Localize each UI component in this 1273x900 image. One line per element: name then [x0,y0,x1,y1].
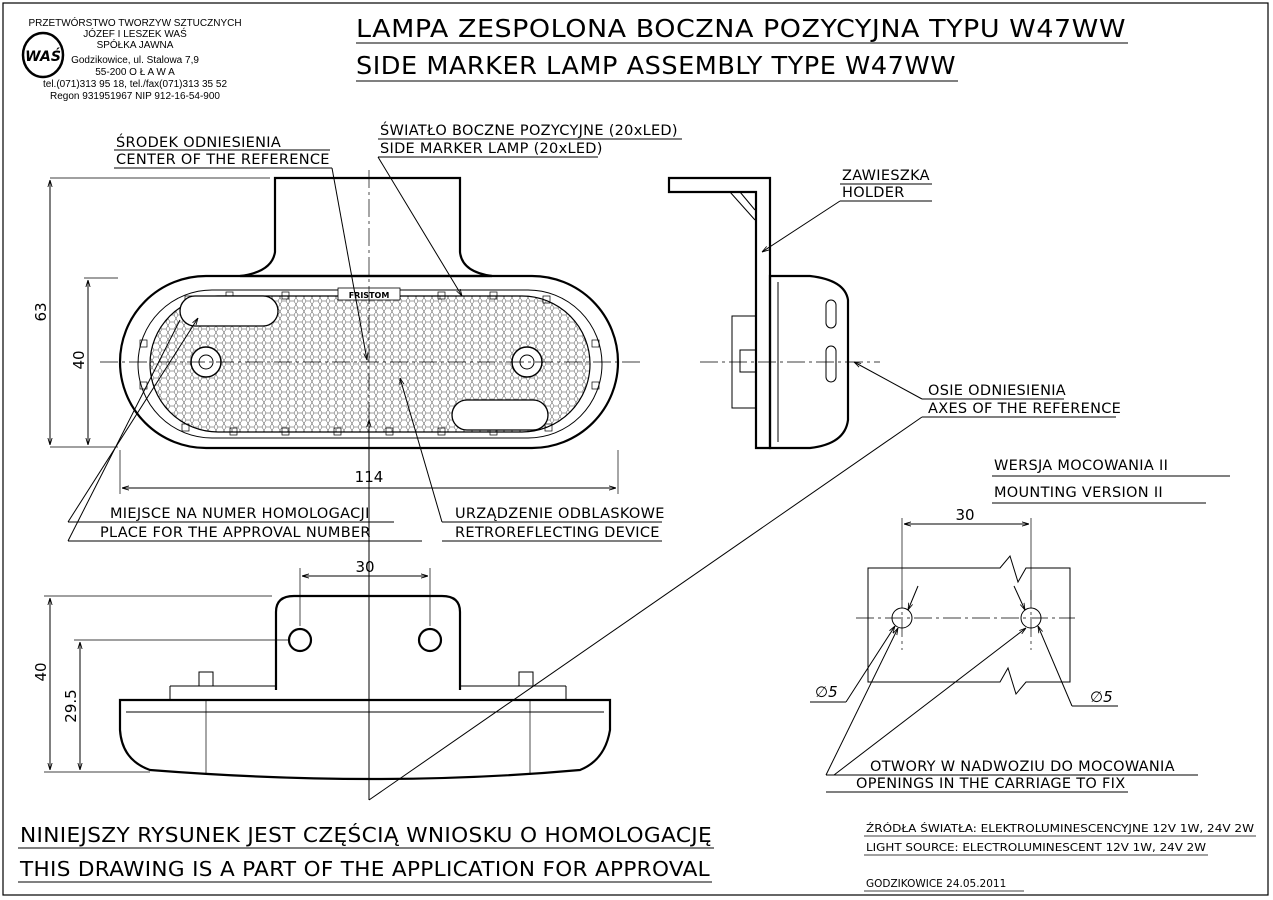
bottom-view: 30 40 29.5 [32,558,612,781]
company-logo: WAŚ [21,31,65,79]
svg-text:HOLDER: HOLDER [842,185,905,201]
dim-hole-spacing-mount: 30 [955,506,974,524]
svg-text:SIDE MARKER LAMP (20xLED): SIDE MARKER LAMP (20xLED) [380,141,603,157]
approval-note: NINIEJSZY RYSUNEK JEST CZĘŚCIĄ WNIOSKU O… [18,823,714,883]
svg-text:ŚWIATŁO BOCZNE POZYCYJNE (20xL: ŚWIATŁO BOCZNE POZYCYJNE (20xLED) [380,121,678,139]
svg-text:THIS DRAWING IS A PART OF THE: THIS DRAWING IS A PART OF THE APPLICATIO… [19,857,711,881]
dim-hole-dia-left: ∅5 [815,683,838,701]
svg-text:OPENINGS IN THE CARRIAGE TO FI: OPENINGS IN THE CARRIAGE TO FIX [856,776,1125,792]
company-line-3: SPÓŁKA JAWNA [97,38,174,51]
dim-height-side: 40 [32,662,50,681]
label-retroreflector: URZĄDZENIE ODBLASKOWE RETROREFLECTING DE… [399,378,665,542]
svg-text:MIEJSCE NA NUMER HOMOLOGACJI: MIEJSCE NA NUMER HOMOLOGACJI [110,506,370,522]
company-info: PRZETWÓRSTWO TWORZYW SZTUCZNYCH JÓZEF I … [28,16,241,102]
svg-text:CENTER OF THE REFERENCE: CENTER OF THE REFERENCE [116,152,330,168]
dim-height-body: 40 [70,350,88,369]
label-side-marker-lamp: ŚWIATŁO BOCZNE POZYCYJNE (20xLED) SIDE M… [377,121,682,296]
mount-hole-right [1020,607,1042,629]
title-pl: LAMPA ZESPOLONA BOCZNA POZYCYJNA TYPU W4… [356,14,1126,43]
approval-slot-top [179,295,279,327]
label-approval-place: MIEJSCE NA NUMER HOMOLOGACJI PLACE FOR T… [67,318,422,542]
svg-text:PLACE FOR THE APPROVAL NUMBER: PLACE FOR THE APPROVAL NUMBER [100,525,371,541]
label-openings: OTWORY W NADWOZIU DO MOCOWANIA OPENINGS … [825,628,1198,793]
company-line-7: Regon 931951967 NIP 912-16-54-900 [50,91,220,102]
title-en: SIDE MARKER LAMP ASSEMBLY TYPE W47WW [356,51,956,80]
svg-text:AXES OF THE REFERENCE: AXES OF THE REFERENCE [928,401,1121,417]
approval-slot-bottom [451,399,549,431]
logo-text: WAŚ [25,47,61,65]
company-line-2: JÓZEF I LESZEK WAŚ [83,27,187,40]
dim-height-total: 63 [32,302,50,321]
mounting-version: WERSJA MOCOWANIA II MOUNTING VERSION II … [810,458,1230,707]
front-view: FRISTOM 63 40 114 [32,170,640,494]
svg-text:ŹRÓDŁA ŚWIATŁA: ELEKTROLUMINES: ŹRÓDŁA ŚWIATŁA: ELEKTROLUMINESCENCYJNE 1… [866,822,1255,835]
svg-text:LIGHT SOURCE: ELECTROLUMINESCE: LIGHT SOURCE: ELECTROLUMINESCENT 12V 1W,… [866,842,1207,854]
svg-text:OSIE ODNIESIENIA: OSIE ODNIESIENIA [928,383,1066,399]
company-line-1: PRZETWÓRSTWO TWORZYW SZTUCZNYCH [28,16,241,29]
dim-hole-dia-right: ∅5 [1090,688,1113,706]
svg-text:NINIEJSZY RYSUNEK JEST CZĘŚCIĄ: NINIEJSZY RYSUNEK JEST CZĘŚCIĄ WNIOSKU O… [20,823,712,847]
company-line-4: Godzikowice, ul. Stalowa 7,9 [71,55,199,66]
dim-height-side-inner: 29.5 [62,689,80,722]
svg-text:OTWORY W NADWOZIU DO MOCOWANIA: OTWORY W NADWOZIU DO MOCOWANIA [870,759,1175,775]
dim-hole-spacing-bottom: 30 [355,558,374,576]
svg-text:ZAWIESZKA: ZAWIESZKA [842,168,930,184]
mount-hole-left [891,607,913,629]
company-line-6: tel.(071)313 95 18, tel./fax(071)313 35 … [43,79,227,90]
label-axes-reference: OSIE ODNIESIENIA AXES OF THE REFERENCE [369,362,1121,801]
svg-text:RETROREFLECTING DEVICE: RETROREFLECTING DEVICE [455,525,660,541]
place-date: GODZIKOWICE 24.05.2011 [866,878,1006,890]
company-line-5: 55-200 O Ł A W A [95,67,175,78]
svg-text:URZĄDZENIE ODBLASKOWE: URZĄDZENIE ODBLASKOWE [455,506,665,522]
light-source-note: ŹRÓDŁA ŚWIATŁA: ELEKTROLUMINESCENCYJNE 1… [864,822,1256,892]
label-center-reference: ŚRODEK ODNIESIENIA CENTER OF THE REFEREN… [114,133,367,360]
side-view [667,176,880,450]
svg-text:ŚRODEK ODNIESIENIA: ŚRODEK ODNIESIENIA [116,133,281,151]
svg-text:WERSJA MOCOWANIA II: WERSJA MOCOWANIA II [994,458,1168,474]
svg-text:MOUNTING VERSION II: MOUNTING VERSION II [994,485,1163,501]
label-holder: ZAWIESZKA HOLDER [762,168,932,252]
